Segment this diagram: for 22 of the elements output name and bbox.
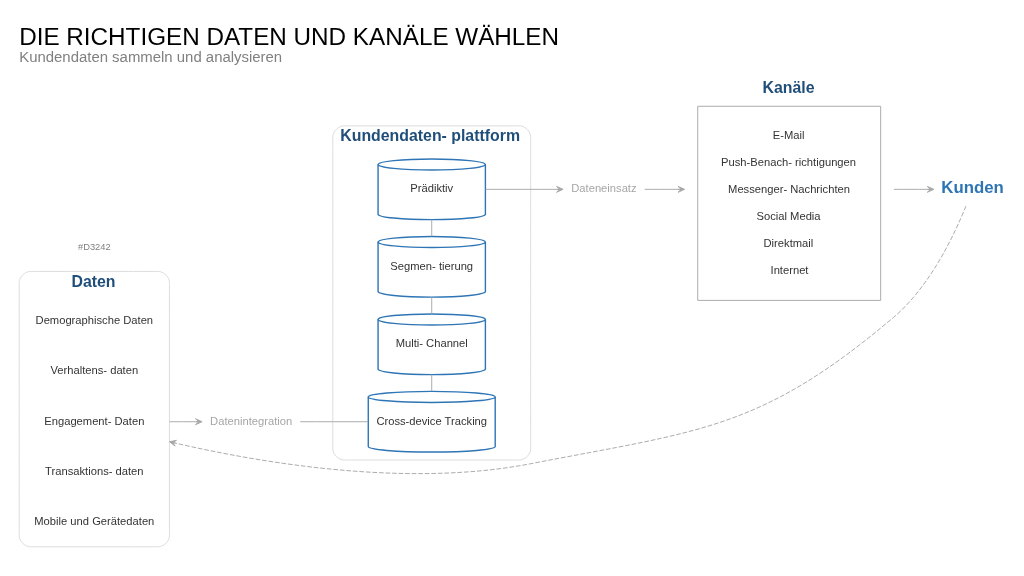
node-text: Mobile und Gerätedaten (34, 514, 155, 527)
connector (299, 420, 369, 422)
node-text: Transaktions- daten (45, 464, 144, 477)
caption: Kundendaten sammeln und analysieren (19, 47, 283, 65)
node-text: Datenintegration (210, 414, 293, 427)
arrow (644, 185, 686, 193)
node-text: Kunden (941, 177, 1004, 197)
arrow (893, 185, 935, 193)
connector (431, 218, 433, 237)
node-text: Verhaltens- daten (50, 363, 139, 376)
node-label: Kanäle (762, 78, 815, 96)
node-text: Engagement- Daten (44, 414, 145, 427)
arrow (485, 185, 564, 193)
arrow (169, 205, 967, 474)
label: #D3242 (77, 241, 111, 252)
diagram-title: DIE RICHTIGEN DATEN UND KANÄLE WÄHLEN (19, 22, 560, 50)
connector (431, 373, 433, 392)
connector (431, 296, 433, 314)
node-text: Demographische Daten (35, 313, 154, 326)
arrow (169, 417, 203, 425)
node-box: E-Mail Push-Benach- richtigungen Messenger- Nachrichten Social Media Direktmail Internet (697, 105, 882, 301)
node-text: Dateneinsatz (571, 181, 637, 194)
